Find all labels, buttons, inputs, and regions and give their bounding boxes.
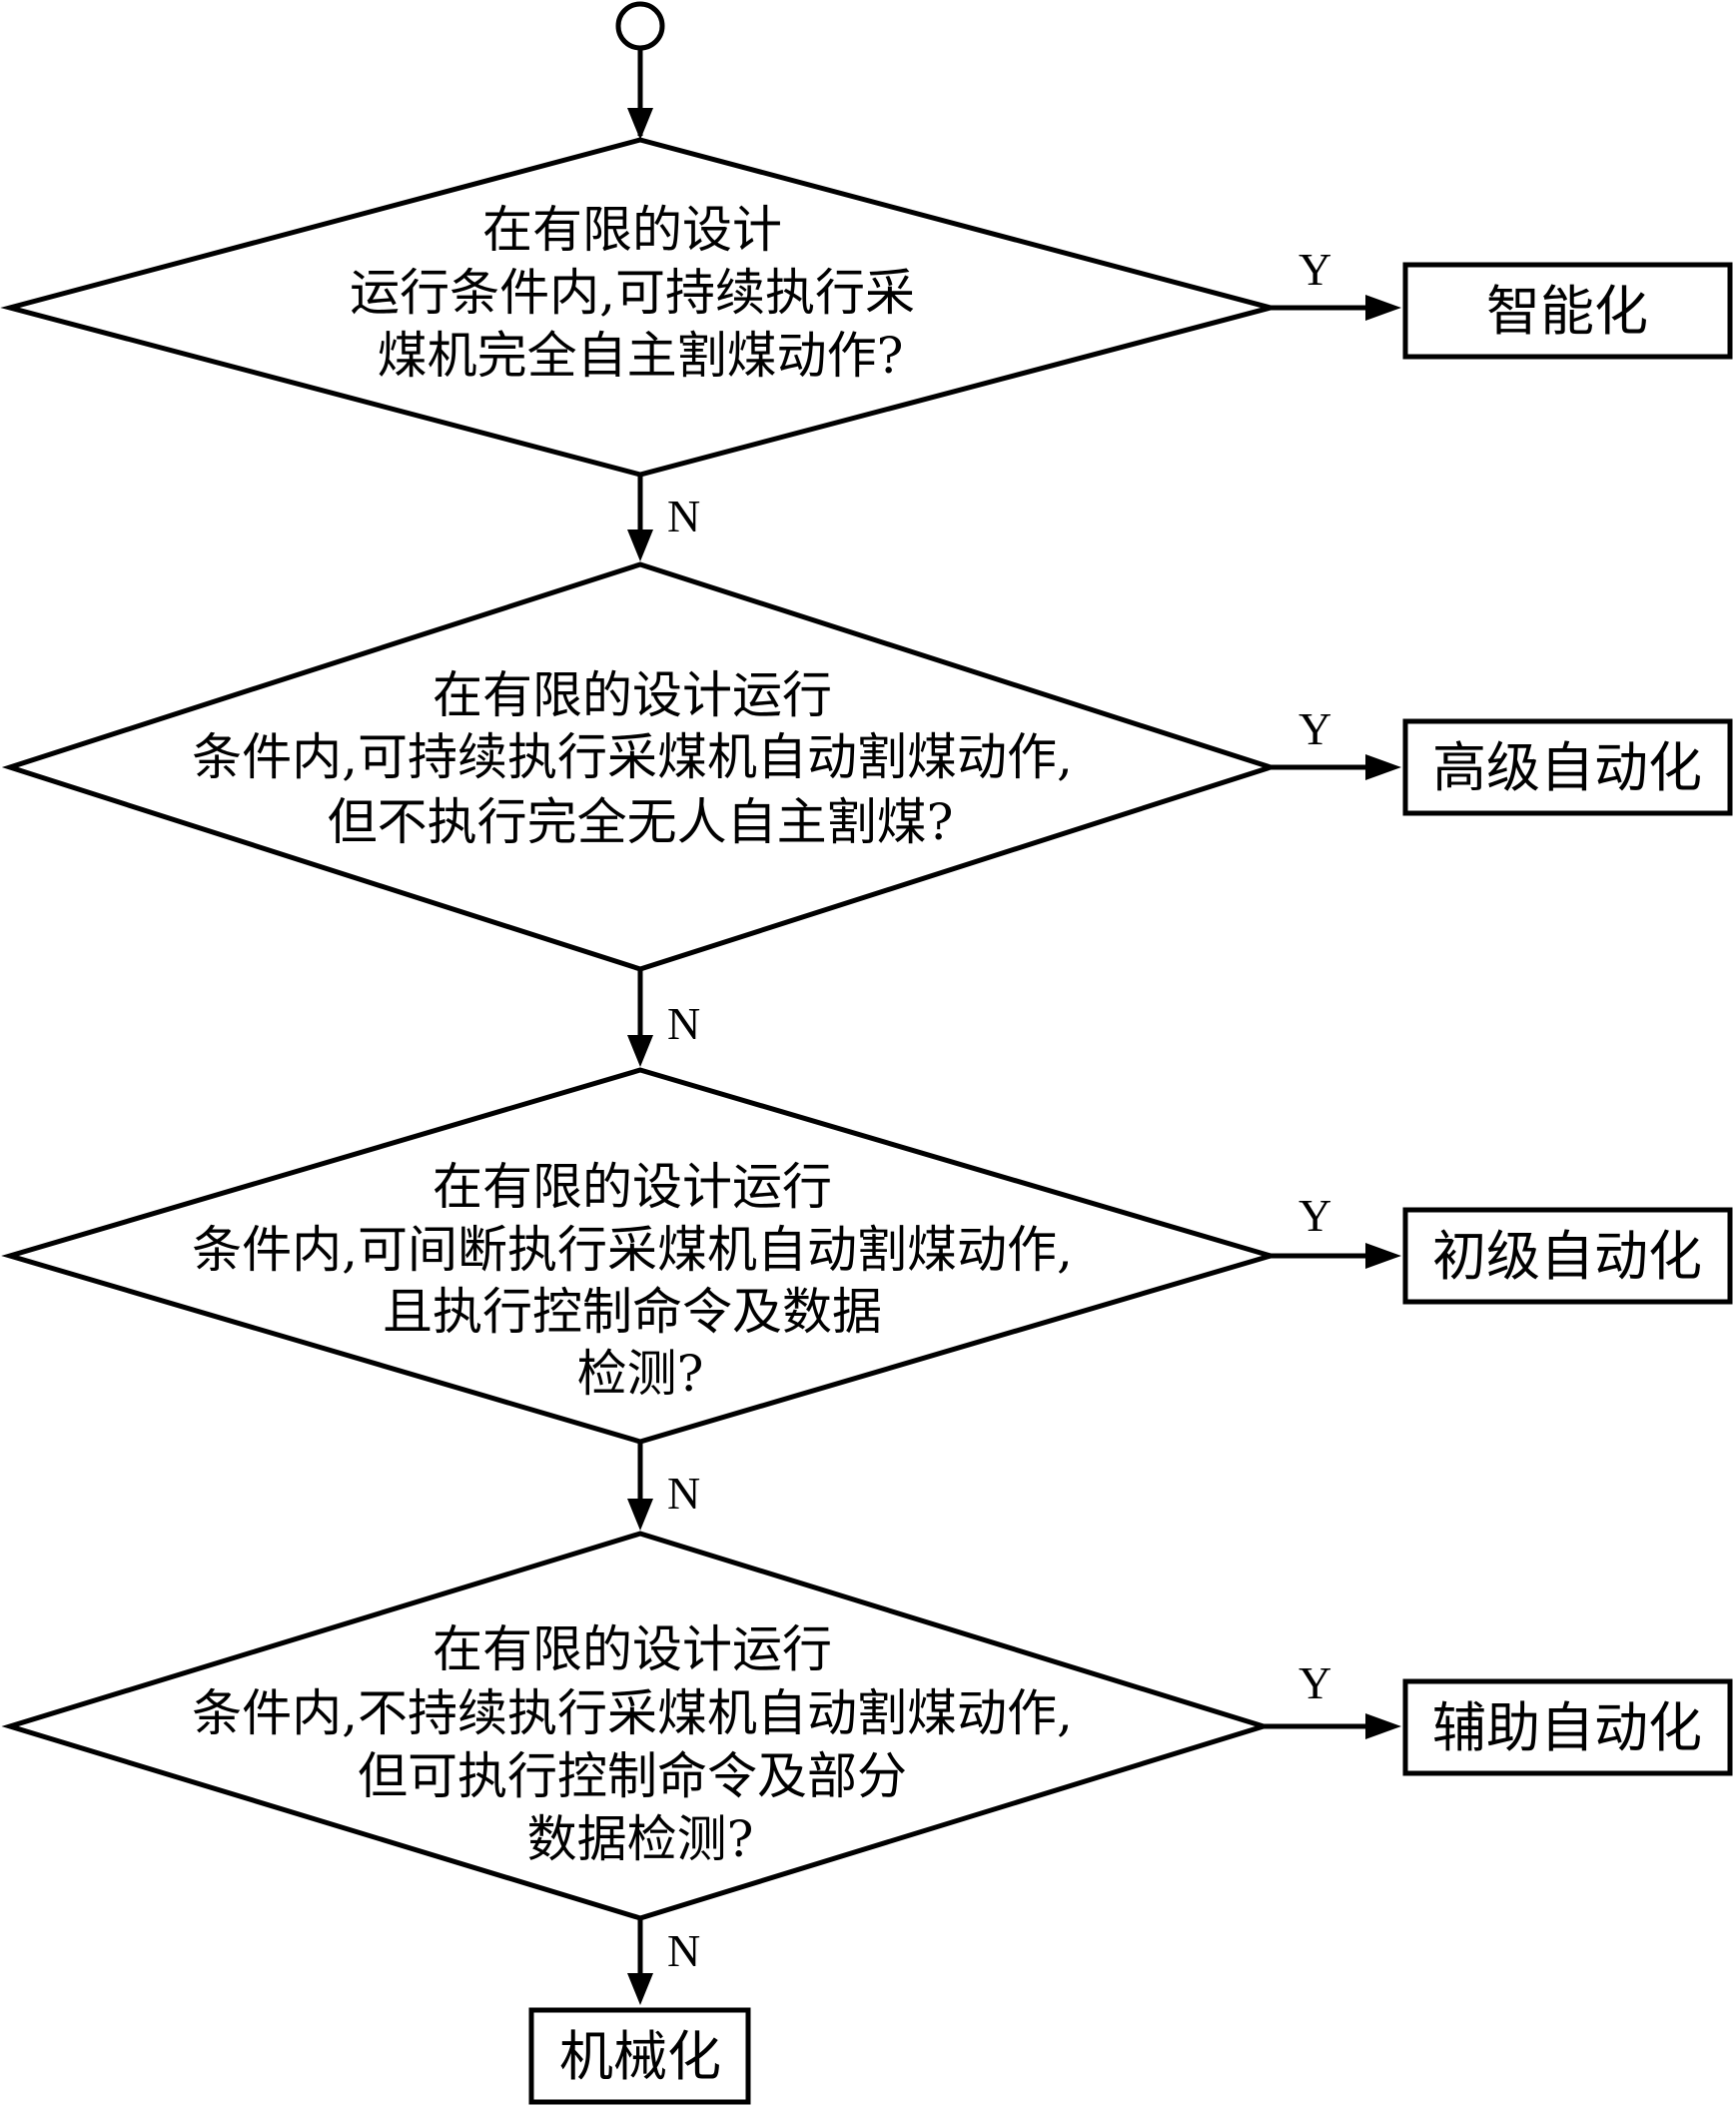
decision-2-line-1: 在有限的设计运行 (433, 666, 832, 724)
decision-3-line-1: 在有限的设计运行 (433, 1158, 832, 1216)
decision-3-line-3: 且执行控制命令及数据 (383, 1283, 882, 1341)
outcome-2-label: 高级自动化 (1432, 736, 1702, 799)
decision-3: 在有限的设计运行 条件内,可间断执行采煤机自动割煤动作, 且执行控制命令及数据 … (1, 1067, 1280, 1445)
svg-text:在有限的设计 运行条件内,可持续执行采: 在有限的设计 运行条件内,可持续执行采 煤机完全自主割煤动作? (350, 201, 931, 385)
decision-1-line-3: 煤机完全自主割煤动作? (378, 327, 904, 385)
decision-3-yes-label: Y (1299, 1190, 1331, 1241)
decision-2-yes-label: Y (1299, 703, 1331, 754)
decision-3-line-2: 条件内,可间断执行采煤机自动割煤动作, (192, 1221, 1073, 1279)
decision-3-no-arrowhead (627, 1499, 653, 1531)
decision-4-yes-label: Y (1299, 1657, 1331, 1708)
svg-text:在有限的设计运行 条件内,可间断执行采煤机自动割: 在有限的设计运行 条件内,可间断执行采煤机自动割煤动作, 且执行控制命令及数据 … (192, 1158, 1089, 1403)
decision-4-no-arrowhead (627, 1973, 653, 2005)
decision-4-line-4: 数据检测? (527, 1810, 754, 1868)
start-node (615, 1, 665, 51)
decision-2-no-arrowhead (627, 1035, 653, 1067)
outcome-2-box (1402, 718, 1733, 816)
decision-4-line-1: 在有限的设计运行 (433, 1620, 832, 1678)
decision-4-no-label: N (667, 1925, 700, 1976)
decision-4: 在有限的设计运行 条件内,不持续执行采煤机自动割煤动作, 但可执行控制命令及部分… (1, 1531, 1273, 1921)
decision-1-yes-arrowhead (1365, 295, 1401, 321)
outcome-3-box (1402, 1207, 1733, 1305)
decision-2-line-3: 但不执行完全无人自主割煤? (328, 793, 954, 851)
decision-2: 在有限的设计运行 条件内,可持续执行采煤机自动割煤动作, 但不执行完全无人自主割… (1, 561, 1280, 972)
decision-2-yes-arrowhead (1365, 754, 1401, 780)
decision-2-no-label: N (667, 998, 700, 1049)
decision-1-line-2: 运行条件内,可持续执行采 (350, 264, 915, 322)
decision-1-yes-label: Y (1299, 244, 1331, 295)
decision-4-line-3: 但可执行控制命令及部分 (358, 1747, 907, 1805)
decision-1-no-label: N (667, 491, 700, 541)
final-outcome-box (528, 2007, 751, 2105)
final-outcome-label: 机械化 (559, 2025, 721, 2088)
decision-1: 在有限的设计 运行条件内,可持续执行采 煤机完全自主割煤动作? (0, 137, 1281, 478)
svg-text:在有限的设计运行 条件内,可持续执行采煤机自动割: 在有限的设计运行 条件内,可持续执行采煤机自动割煤动作, 但不执行完全无人自主割… (192, 666, 1089, 851)
decision-1-line-1: 在有限的设计 (482, 201, 782, 259)
outcome-1-label: 智能化 (1486, 280, 1648, 343)
outcome-1-box (1402, 262, 1733, 360)
decision-2-line-2: 条件内,可持续执行采煤机自动割煤动作, (192, 728, 1073, 786)
outcome-4-box (1402, 1678, 1733, 1776)
decision-4-yes-arrowhead (1365, 1713, 1401, 1739)
decision-4-line-2: 条件内,不持续执行采煤机自动割煤动作, (192, 1684, 1073, 1742)
outcome-3-label: 初级自动化 (1432, 1225, 1702, 1288)
decision-3-yes-arrowhead (1365, 1243, 1401, 1269)
decision-1-no-arrowhead (627, 529, 653, 561)
decision-3-no-label: N (667, 1468, 700, 1519)
svg-text:在有限的设计运行 条件内,不持续执行采煤机自动割: 在有限的设计运行 条件内,不持续执行采煤机自动割煤动作, 但可执行控制命令及部分… (192, 1620, 1089, 1868)
start-arrowhead (627, 108, 653, 140)
outcome-4-label: 辅助自动化 (1432, 1696, 1702, 1759)
decision-3-line-4: 检测? (577, 1345, 704, 1403)
